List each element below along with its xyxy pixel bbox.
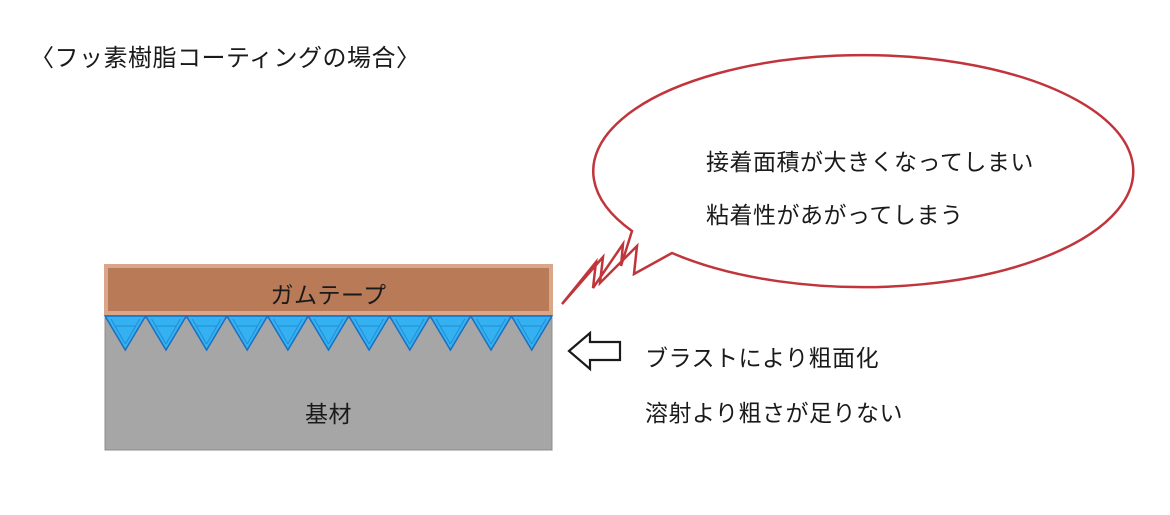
coating-hatch-line xyxy=(287,318,303,345)
note-text-line2: 溶射より粗さが足りない xyxy=(645,401,904,427)
coating-hatch-line xyxy=(246,318,262,345)
coating-texture xyxy=(110,318,547,345)
coating-hatch-line xyxy=(328,318,344,345)
coating-hatch-line xyxy=(313,318,329,345)
coating-hatch-line xyxy=(110,318,126,345)
coating-hatch-line xyxy=(435,318,451,345)
bubble-text-line1: 接着面積が大きくなってしまい xyxy=(706,150,1034,176)
speech-bubble xyxy=(561,53,1135,305)
coating-hatch-line xyxy=(232,318,248,345)
coating-hatch-line xyxy=(124,318,141,345)
coating-hatch-line xyxy=(476,318,492,345)
left-arrow-icon xyxy=(567,330,622,372)
coating-hatch-line xyxy=(409,318,425,345)
tape-label: ガムテープ xyxy=(270,283,387,309)
coating-hatch-line xyxy=(531,318,547,345)
coating-hatch-line xyxy=(368,318,384,345)
coating-hatch-line xyxy=(273,318,289,345)
tape-layer xyxy=(104,264,553,315)
bubble-text-line2: 粘着性があがってしまう xyxy=(706,203,964,229)
coating-teeth xyxy=(103,314,554,352)
coating-hatch-line xyxy=(449,318,466,345)
coating-hatch-line xyxy=(395,318,411,345)
coating-hatch-line xyxy=(490,318,506,345)
coating-hatch-line xyxy=(191,318,208,345)
diagram-heading: 〈フッ素樹脂コーティングの場合〉 xyxy=(30,44,421,72)
coating-layer xyxy=(103,314,554,352)
coating-hatch-line xyxy=(151,318,167,345)
coating-hatch-line xyxy=(354,318,370,345)
coating-hatch-line xyxy=(516,318,533,345)
note-text-line1: ブラストにより粗面化 xyxy=(645,346,880,372)
base-label: 基材 xyxy=(305,402,352,428)
coating-hatch-line xyxy=(165,318,181,345)
coating-hatch-line xyxy=(206,318,222,345)
